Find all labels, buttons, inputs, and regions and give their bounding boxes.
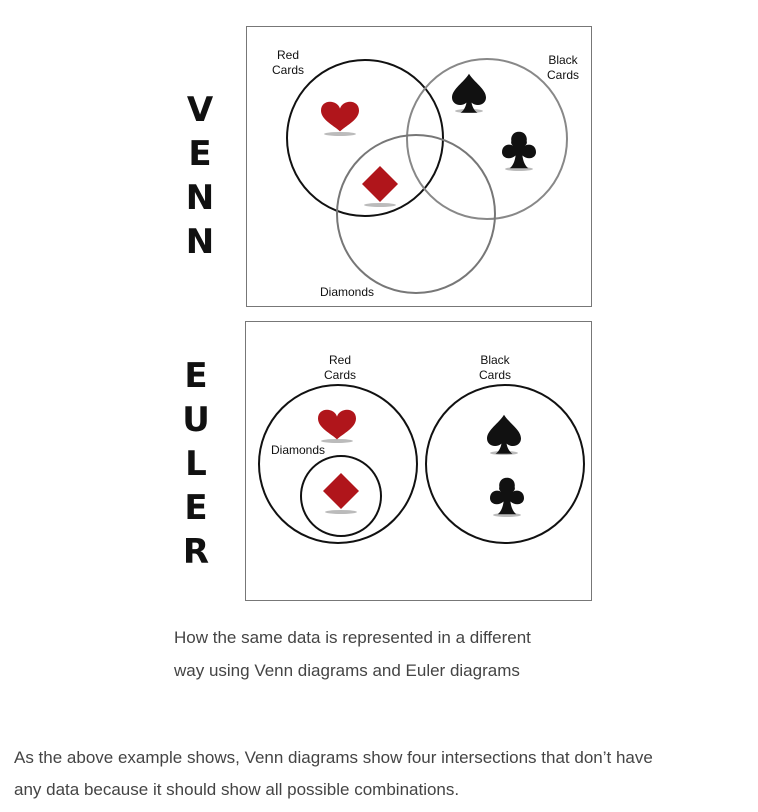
venn-letter: N (185, 178, 215, 218)
club-icon (502, 131, 536, 171)
figure-caption: How the same data is represented in a di… (174, 621, 614, 687)
euler-letter: E (184, 488, 208, 528)
euler-letter: R (182, 532, 210, 572)
spade-icon (452, 73, 486, 113)
paragraph-line: As the above example shows, Venn diagram… (14, 748, 653, 767)
venn-diagram-panel: Red Cards Black Cards Diamonds (246, 26, 592, 307)
euler-diagram: Red Cards Black Cards Diamonds (258, 353, 585, 544)
euler-label-black: Black (480, 353, 510, 367)
venn-letter: N (185, 222, 215, 262)
red-cards-set-circle (258, 384, 418, 544)
black-cards-set-circle (425, 384, 585, 544)
heart-icon (318, 409, 356, 443)
venn-label-red: Red (277, 48, 299, 62)
euler-vertical-title: E U L E R (176, 354, 216, 574)
euler-label-red: Red (329, 353, 351, 367)
black-cards-set-circle (406, 58, 568, 220)
euler-diagram-panel: Red Cards Black Cards Diamonds (245, 321, 592, 601)
diamond-icon (323, 473, 359, 514)
euler-letter: U (182, 400, 210, 440)
euler-label-diamonds: Diamonds (271, 443, 325, 457)
venn-letter: E (188, 134, 212, 174)
caption-line: way using Venn diagrams and Euler diagra… (174, 661, 520, 680)
venn-label-black: Black (548, 53, 578, 67)
red-cards-set-circle (286, 59, 444, 217)
euler-letter: E (184, 356, 208, 396)
diamonds-set-circle (300, 455, 382, 537)
diamonds-set-circle (336, 134, 496, 294)
heart-icon (321, 101, 359, 136)
euler-label-red: Cards (324, 368, 356, 382)
venn-label-diamonds: Diamonds (320, 285, 374, 299)
club-icon (490, 477, 524, 517)
venn-letter: V (186, 90, 214, 130)
euler-label-black: Cards (479, 368, 511, 382)
caption-line: How the same data is represented in a di… (174, 628, 531, 647)
spade-icon (487, 414, 521, 455)
venn-label-black: Cards (547, 68, 579, 82)
diamond-icon (362, 166, 398, 207)
body-paragraph: As the above example shows, Venn diagram… (14, 742, 749, 806)
venn-diagram: Red Cards Black Cards Diamonds (272, 48, 579, 299)
venn-label-red: Cards (272, 63, 304, 77)
euler-letter: L (185, 444, 207, 484)
venn-vertical-title: V E N N (180, 88, 220, 264)
paragraph-line: any data because it should show all poss… (14, 780, 460, 799)
